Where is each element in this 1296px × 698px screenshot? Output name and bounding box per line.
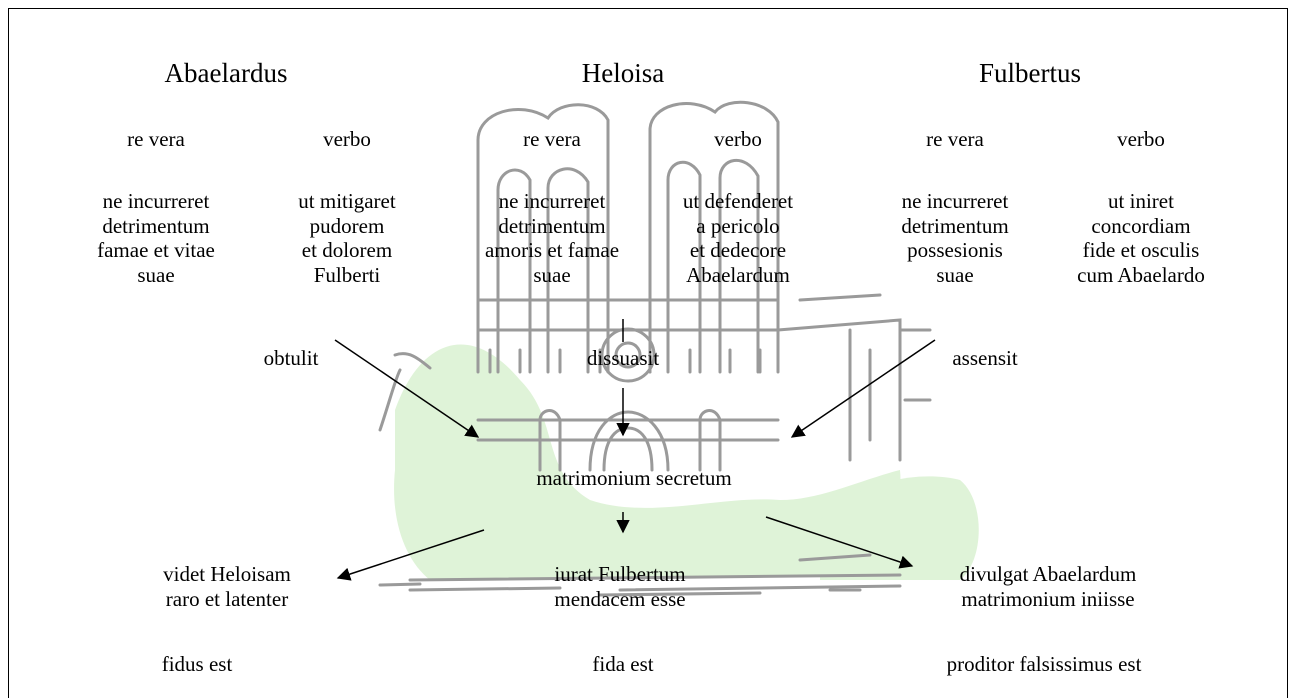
foliage-shape: [394, 344, 979, 580]
verdict-heloisa: fida est: [592, 652, 654, 676]
text-verbo-fulbertus: ut iniret concordiam fide et osculis cum…: [1077, 189, 1205, 287]
label-re-vera-abaelardus: re vera: [127, 127, 185, 151]
heading-heloisa: Heloisa: [581, 58, 665, 88]
outcome-fulbertus: divulgat Abaelardum matrimonium iniisse: [959, 562, 1137, 611]
cathedral-drawing: [378, 100, 932, 597]
label-verbo-heloisa: verbo: [714, 127, 762, 151]
arrow-obtulit: [334, 339, 480, 438]
label-re-vera-fulbertus: re vera: [926, 127, 984, 151]
text-re-vera-abaelardus: ne incurreret detrimentum famae et vitae…: [97, 189, 215, 287]
arrow-assensit: [790, 339, 936, 438]
heading-abaelardus: Abaelardus: [164, 58, 288, 88]
center-node: matrimonium secretum: [536, 466, 732, 490]
diagram-frame: [8, 8, 1288, 698]
verdict-abaelardus: fidus est: [161, 652, 233, 676]
arrows: [334, 319, 936, 581]
heading-fulbertus: Fulbertus: [978, 58, 1082, 88]
action-obtulit: obtulit: [263, 346, 319, 370]
text-verbo-abaelardus: ut mitigaret pudorem et dolorem Fulberti: [298, 189, 396, 287]
action-dissuasit: dissuasit: [586, 346, 660, 370]
label-verbo-abaelardus: verbo: [323, 127, 371, 151]
action-assensit: assensit: [952, 346, 1018, 370]
label-verbo-fulbertus: verbo: [1117, 127, 1165, 151]
outcome-heloisa: iurat Fulbertum mendacem esse: [554, 562, 686, 611]
label-re-vera-heloisa: re vera: [523, 127, 581, 151]
outcome-abaelardus: videt Heloisam raro et latenter: [163, 562, 291, 611]
arrow-to-fulbertus-outcome: [765, 516, 914, 569]
text-re-vera-heloisa: ne incurreret detrimentum amoris et fama…: [484, 189, 620, 287]
text-verbo-heloisa: ut defenderet a pericolo et dedecore Aba…: [682, 189, 794, 287]
text-re-vera-fulbertus: ne incurreret detrimentum possesionis su…: [901, 189, 1009, 287]
verdict-fulbertus: proditor falsissimus est: [946, 652, 1142, 676]
arrow-to-abaelardus-outcome: [336, 529, 485, 581]
